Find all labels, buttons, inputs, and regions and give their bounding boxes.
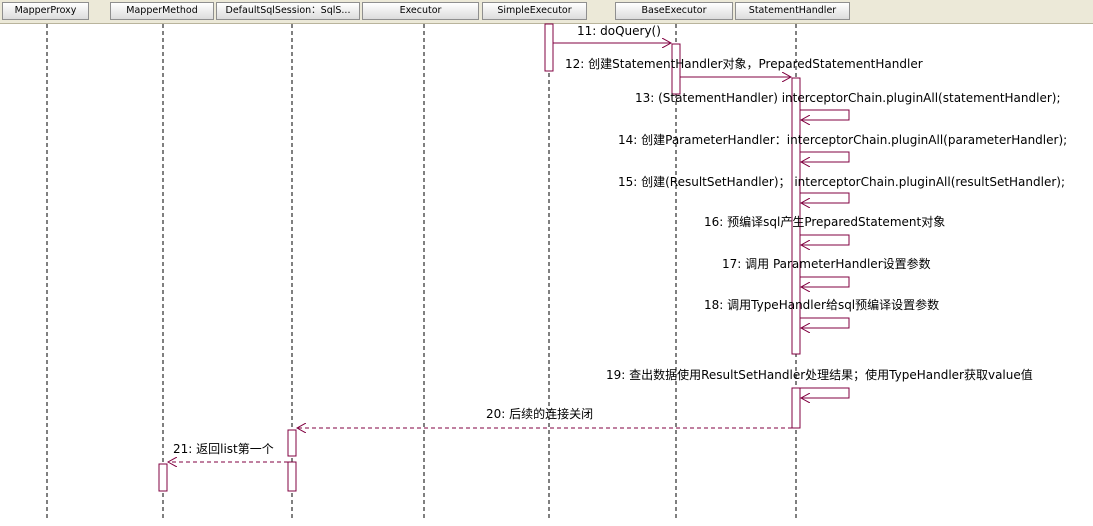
lifeline-header-baseexecutor[interactable]: BaseExecutor (615, 2, 733, 20)
lifeline-header-simpleexecutor[interactable]: SimpleExecutor (482, 2, 587, 20)
message-label-14: 14: 创建ParameterHandler：interceptorChain.… (618, 133, 1068, 147)
message-label-16: 16: 预编译sql产生PreparedStatement对象 (704, 215, 946, 229)
self-message-arrow-18[interactable] (800, 317, 850, 328)
message-label-17: 17: 调用 ParameterHandler设置参数 (722, 257, 931, 271)
self-message-arrow-13[interactable] (800, 109, 850, 120)
message-label-13: 13: (StatementHandler) interceptorChain.… (635, 91, 1061, 105)
lifeline-header-mappermethod[interactable]: MapperMethod (110, 2, 214, 20)
self-message-arrow-14[interactable] (800, 151, 850, 162)
message-label-11: 11: doQuery() (577, 24, 661, 38)
activation-statementhandler-result[interactable] (791, 387, 801, 429)
message-label-18: 18: 调用TypeHandler给sql预编译设置参数 (704, 298, 940, 312)
self-message-arrow-15[interactable] (800, 192, 850, 203)
message-label-12: 12: 创建StatementHandler对象，PreparedStateme… (565, 57, 923, 71)
activation-defaultsqlsession[interactable] (287, 429, 297, 457)
message-label-19: 19: 查出数据使用ResultSetHandler处理结果；使用TypeHan… (606, 368, 1033, 382)
activation-defaultsqlsession-2[interactable] (287, 461, 297, 492)
message-label-21: 21: 返回list第一个 (173, 442, 274, 456)
lifeline-header-bar: MapperProxy MapperMethod DefaultSqlSessi… (0, 0, 1093, 24)
lifeline-header-mapperproxy[interactable]: MapperProxy (2, 2, 89, 20)
activation-statementhandler-main[interactable] (791, 77, 801, 355)
self-message-arrow-19[interactable] (800, 387, 850, 398)
activation-simpleexecutor[interactable] (544, 23, 554, 72)
lifeline-header-defaultsqlsession[interactable]: DefaultSqlSession：SqlS... (216, 2, 360, 20)
lifeline-header-statementhandler[interactable]: StatementHandler (735, 2, 850, 20)
lifeline-header-executor[interactable]: Executor (362, 2, 479, 20)
activation-baseexecutor[interactable] (671, 43, 681, 95)
message-label-15: 15: 创建(ResultSetHandler)； interceptorCha… (618, 175, 1066, 189)
self-message-arrow-17[interactable] (800, 276, 850, 287)
message-label-20: 20: 后续的连接关闭 (486, 407, 594, 421)
activation-mappermethod[interactable] (158, 463, 168, 492)
self-message-arrow-16[interactable] (800, 234, 850, 245)
